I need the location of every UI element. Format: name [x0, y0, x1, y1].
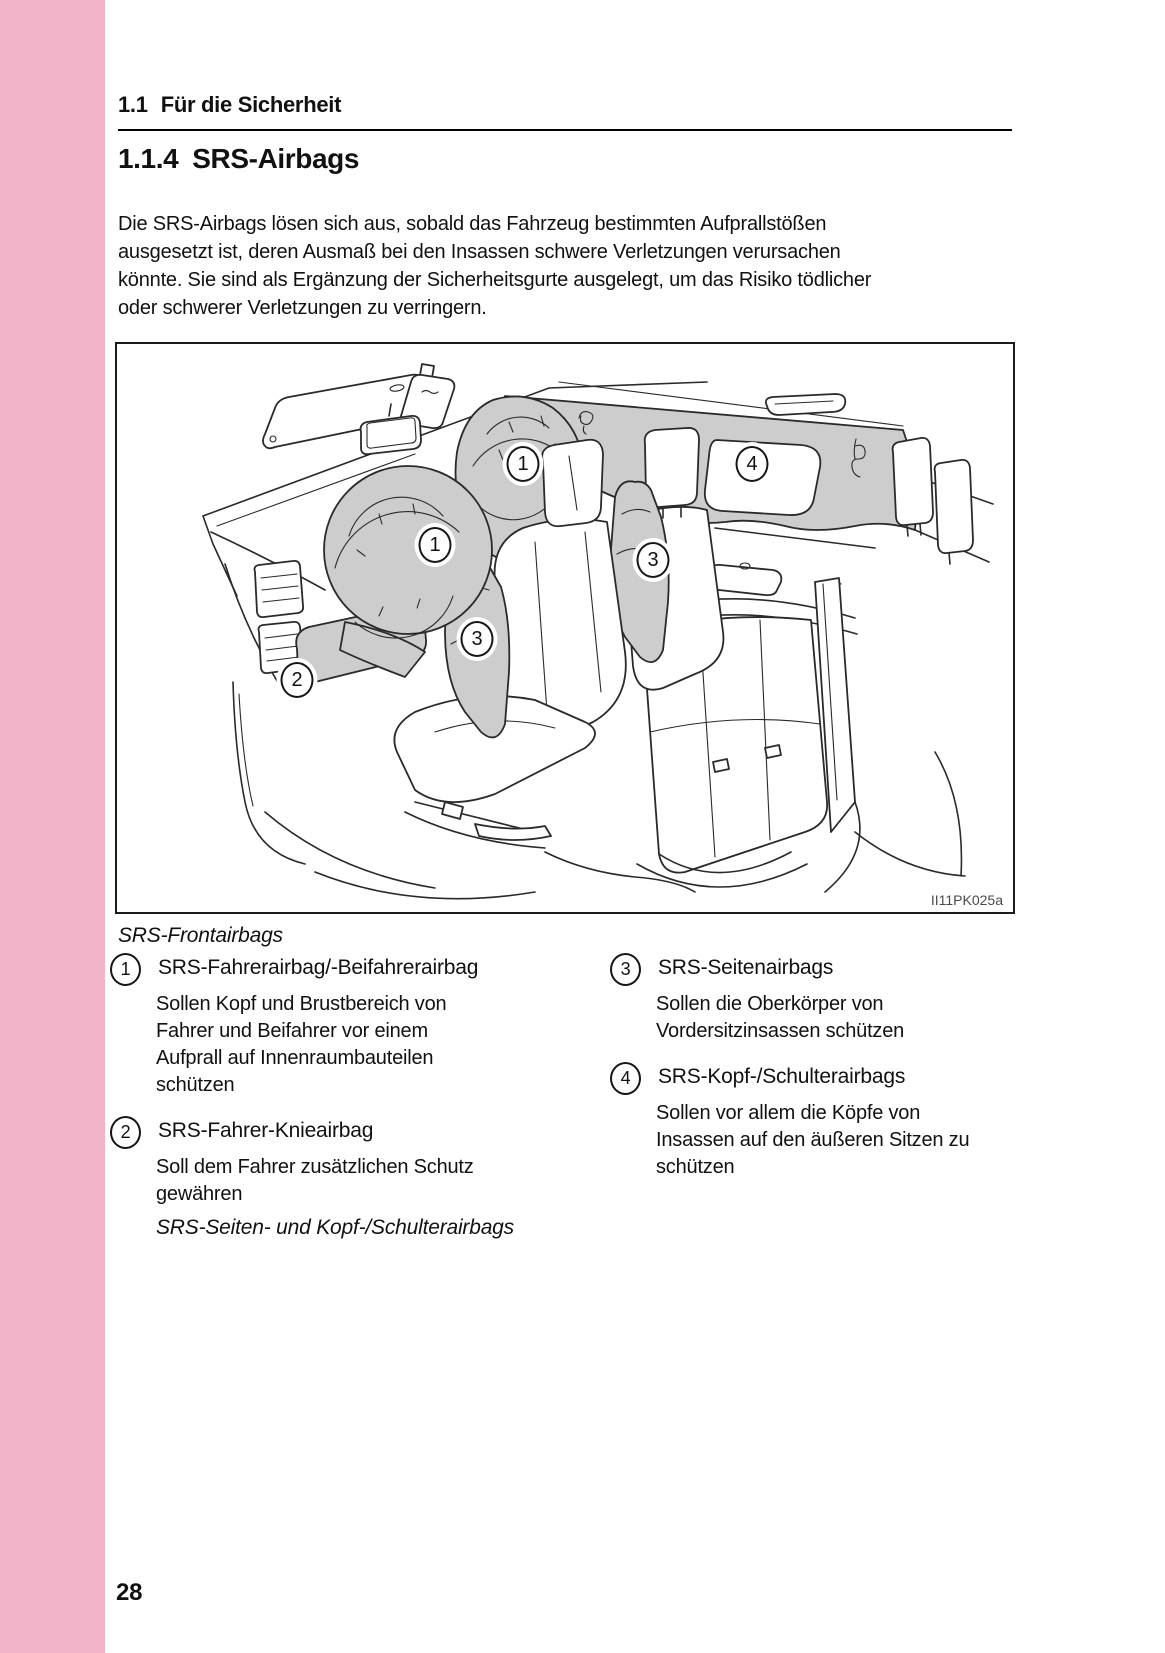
- callout-curtain-airbag: 4: [735, 446, 769, 482]
- chapter-title: Für die Sicherheit: [160, 92, 342, 117]
- chapter-heading: 1.1 Für die Sicherheit: [118, 92, 1012, 118]
- callout-number-badge: 1: [110, 953, 141, 986]
- legend-column-right: 3 SRS-Seitenairbags Sollen die Oberkörpe…: [610, 953, 1012, 1240]
- callout-side-airbag-rear: 3: [636, 542, 670, 578]
- legend-item-description: Sollen Kopf und Brustbereich von Fahrer …: [156, 993, 447, 1096]
- airbag-location-figure: 1 1 2 3 3 4 II11PK025a: [115, 342, 1015, 914]
- callout-driver-airbag: 1: [418, 527, 452, 563]
- legend-item-label: SRS-Kopf-/Schulterairbags: [658, 1065, 906, 1088]
- intro-paragraph: Die SRS-Airbags lösen sich aus, sobald d…: [118, 213, 872, 319]
- figure-code: II11PK025a: [930, 892, 1003, 908]
- legend-column-left: 1 SRS-Fahrerairbag/-Beifahrerairbag Soll…: [110, 953, 610, 1240]
- legend-item: 4 SRS-Kopf-/Schulterairbags: [610, 1062, 1012, 1095]
- airbag-location-illustration: [202, 363, 994, 900]
- callout-number-badge: 2: [110, 1116, 141, 1149]
- legend-item-description: Soll dem Fahrer zusätzlichen Schutz gewä…: [156, 1156, 474, 1205]
- legend-item-description: Sollen die Oberkörper von Vordersitzinsa…: [656, 993, 905, 1042]
- legend-item-label: SRS-Fahrerairbag/-Beifahrerairbag: [158, 956, 479, 979]
- legend-item-label: SRS-Seitenairbags: [658, 956, 834, 979]
- chapter-number: 1.1: [118, 92, 148, 117]
- callout-knee-airbag: 2: [280, 662, 314, 698]
- legend-item-description: Sollen vor allem die Köpfe von Insassen …: [656, 1102, 970, 1178]
- legend-item-label: SRS-Fahrer-Knieairbag: [158, 1119, 374, 1142]
- section-number: 1.1.4: [118, 143, 179, 174]
- callout-side-airbag-front: 3: [460, 621, 494, 657]
- section-title: SRS-Airbags: [192, 143, 360, 174]
- callout-passenger-airbag: 1: [506, 446, 540, 482]
- airbag-legend: 1 SRS-Fahrerairbag/-Beifahrerairbag Soll…: [110, 953, 1012, 1240]
- legend-item: 1 SRS-Fahrerairbag/-Beifahrerairbag: [110, 953, 610, 986]
- callout-number-badge: 3: [610, 953, 641, 986]
- legend-item: 2 SRS-Fahrer-Knieairbag: [110, 1116, 610, 1149]
- legend-item: 3 SRS-Seitenairbags: [610, 953, 1012, 986]
- callout-number-badge: 4: [610, 1062, 641, 1095]
- group-title-side-curtain-airbags: SRS-Seiten- und Kopf-/Schulterairbags: [156, 1216, 514, 1239]
- section-heading: 1.1.4 SRS-Airbags: [118, 143, 1012, 175]
- heading-rule: [118, 129, 1012, 131]
- page-edge-tab: [0, 0, 105, 1653]
- group-title-frontairbags: SRS-Frontairbags: [118, 924, 283, 947]
- page-number: 28: [116, 1579, 143, 1606]
